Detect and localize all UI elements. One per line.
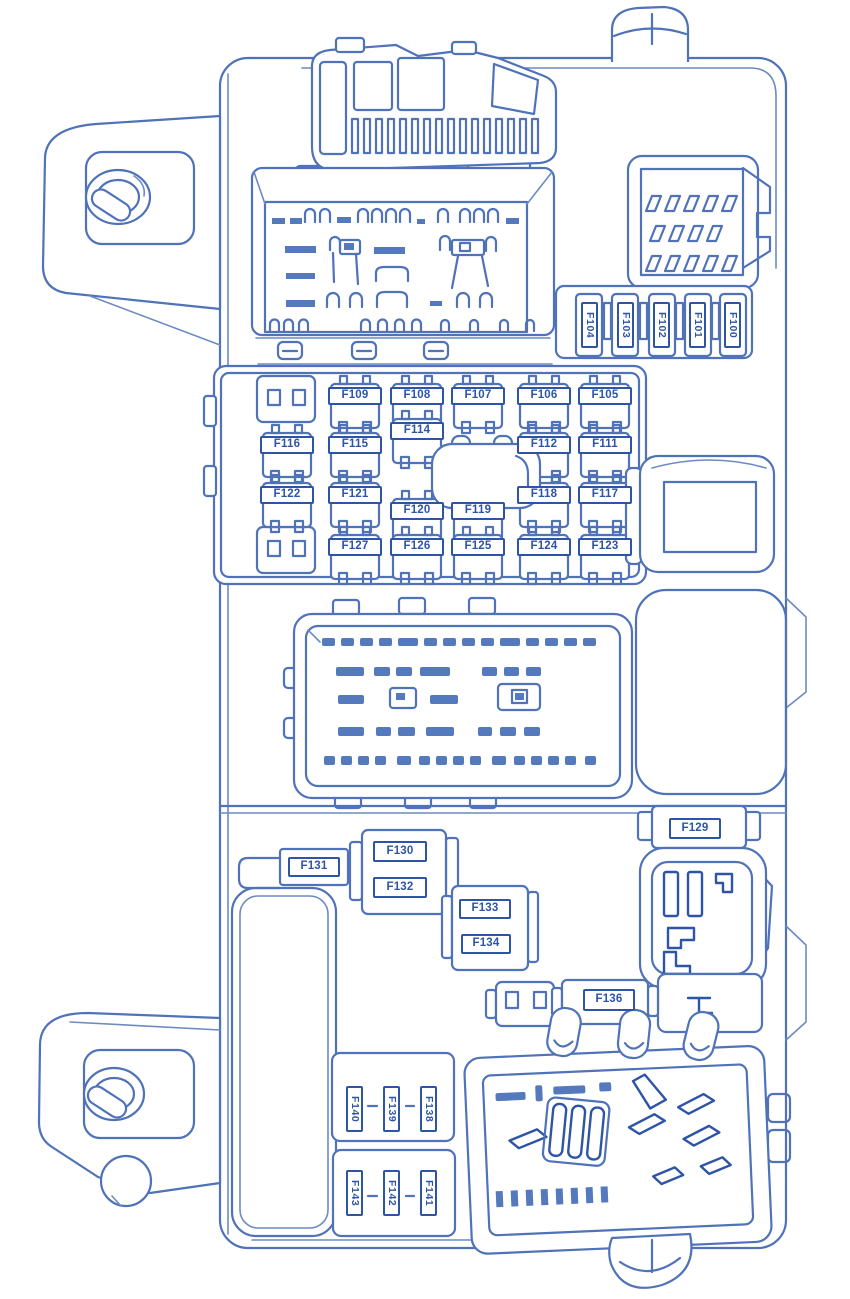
fuse-label-f118: F118 bbox=[517, 486, 571, 504]
fuse-label-f127: F127 bbox=[328, 538, 382, 556]
fuse-label-f143: F143 bbox=[346, 1170, 363, 1216]
fuse-label-f112: F112 bbox=[517, 436, 571, 454]
fuse-label-f131: F131 bbox=[288, 857, 340, 877]
bottom-connector-block bbox=[463, 1045, 773, 1255]
top-mounting-tab bbox=[610, 5, 690, 62]
bottom-right-relay-socket bbox=[638, 846, 774, 990]
fuse-label-f122: F122 bbox=[260, 486, 314, 504]
top-left-connector-block bbox=[250, 166, 556, 365]
fuse-label-f124: F124 bbox=[517, 538, 571, 556]
fuse-label-f123: F123 bbox=[578, 538, 632, 556]
fuse-label-f106: F106 bbox=[517, 387, 571, 405]
fuse-label-f136: F136 bbox=[583, 989, 635, 1011]
top-left-mounting-bracket bbox=[41, 114, 222, 346]
mid-right-panel bbox=[634, 588, 788, 796]
top-right-connector-block bbox=[626, 154, 772, 290]
fuse-label-f108: F108 bbox=[390, 387, 444, 405]
fuse-label-f114: F114 bbox=[390, 422, 444, 440]
fuse-label-f105: F105 bbox=[578, 387, 632, 405]
fuse-label-f139: F139 bbox=[383, 1086, 400, 1132]
fuse-label-f141: F141 bbox=[420, 1170, 437, 1216]
fuse-label-f107: F107 bbox=[451, 387, 505, 405]
fuse-label-f115: F115 bbox=[328, 436, 382, 454]
fuse-label-f132: F132 bbox=[373, 877, 427, 898]
fuse-label-f101: F101 bbox=[689, 302, 706, 348]
connector-latch-fingers bbox=[546, 1006, 720, 1062]
fuse-label-f100: F100 bbox=[724, 302, 741, 348]
fuse-label-f109: F109 bbox=[328, 387, 382, 405]
fuse-label-f140: F140 bbox=[346, 1086, 363, 1132]
fuse-label-f117: F117 bbox=[578, 486, 632, 504]
fuse-label-f138: F138 bbox=[420, 1086, 437, 1132]
fuse-label-f142: F142 bbox=[383, 1170, 400, 1216]
fuse-label-f125: F125 bbox=[451, 538, 505, 556]
fuse-label-f129: F129 bbox=[669, 818, 721, 839]
fuse-label-f120: F120 bbox=[390, 502, 444, 520]
middle-connector-block bbox=[282, 596, 634, 810]
bottom-mounting-foot bbox=[608, 1232, 693, 1289]
fuse-label-f104: F104 bbox=[581, 302, 598, 348]
fuse-label-f119: F119 bbox=[451, 502, 505, 520]
bottom-left-mounting-bracket bbox=[37, 1011, 222, 1208]
fuse-label-f130: F130 bbox=[373, 841, 427, 862]
fuse-label-f134: F134 bbox=[461, 934, 511, 954]
fuse-label-f102: F102 bbox=[653, 302, 670, 348]
fuse-label-f103: F103 bbox=[617, 302, 634, 348]
right-edge-notches bbox=[766, 597, 807, 1164]
fuse-label-f111: F111 bbox=[578, 436, 632, 454]
fuse-label-f133: F133 bbox=[459, 899, 511, 919]
fuse-label-f116: F116 bbox=[260, 436, 314, 454]
empty-fuse-holder bbox=[255, 374, 317, 575]
fuse-label-f126: F126 bbox=[390, 538, 444, 556]
fuse-label-f121: F121 bbox=[328, 486, 382, 504]
